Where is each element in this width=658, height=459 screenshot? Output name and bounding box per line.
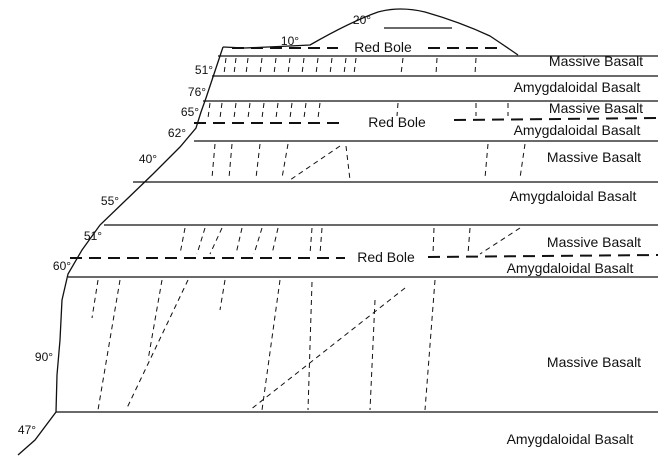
joint-set-3 <box>212 144 525 180</box>
layer-label: Amygdaloidal Basalt <box>510 188 637 204</box>
layer-label: Amygdaloidal Basalt <box>507 431 634 447</box>
slope-angle-label: 55° <box>101 194 119 208</box>
slope-angle-label: 65° <box>181 105 199 119</box>
layer-label: Amygdaloidal Basalt <box>514 122 641 138</box>
slope-angle-label: 51° <box>195 63 213 77</box>
layer-label: Amygdaloidal Basalt <box>507 260 634 276</box>
slope-angle-label: 76° <box>188 85 206 99</box>
joint-set-1 <box>224 58 476 74</box>
red-bole-label: Red Bole <box>368 114 426 130</box>
joint-set-5 <box>92 280 435 410</box>
slope-angle-label: 51° <box>84 229 102 243</box>
layer-label: Massive Basalt <box>547 234 641 250</box>
red-bole-line <box>454 118 658 120</box>
red-bole-label: Red Bole <box>357 249 415 265</box>
layer-label: Massive Basalt <box>549 53 643 69</box>
slope-angle-label: 62° <box>168 126 186 140</box>
slope-angle-label: 20° <box>353 13 371 27</box>
slope-angle-label: 40° <box>139 152 157 166</box>
layer-label: Amygdaloidal Basalt <box>514 79 641 95</box>
red-bole-label: Red Bole <box>354 39 412 55</box>
layer-label: Massive Basalt <box>549 100 643 116</box>
joint-set-2 <box>208 103 508 118</box>
slope-angle-label: 60° <box>53 259 71 273</box>
red-bole-line <box>428 255 658 257</box>
slope-angle-label: 10° <box>281 34 299 48</box>
layer-label: Massive Basalt <box>547 149 641 165</box>
joint-set-4 <box>180 228 520 254</box>
slope-angle-label: 47° <box>18 423 36 437</box>
slope-angle-label: 90° <box>35 350 53 364</box>
layer-label: Massive Basalt <box>547 354 641 370</box>
